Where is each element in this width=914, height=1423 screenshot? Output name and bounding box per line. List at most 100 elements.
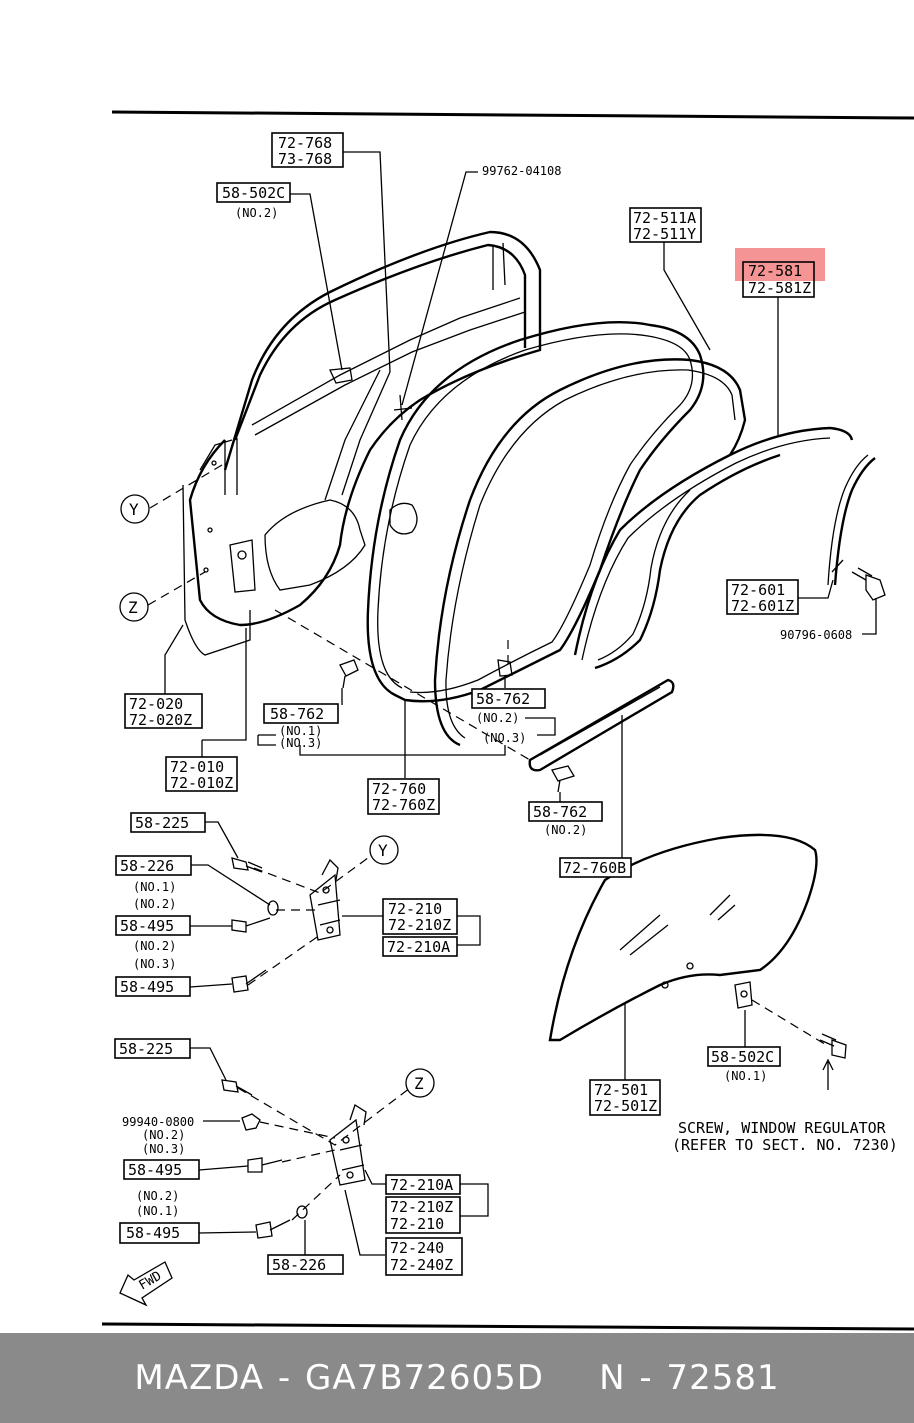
window-glass-72-501 — [548, 833, 818, 1042]
svg-text:72-511Y: 72-511Y — [633, 225, 696, 243]
svg-text:72-511A: 72-511A — [633, 209, 696, 227]
svg-text:72-240Z: 72-240Z — [390, 1256, 453, 1274]
note-no2-c: (NO.2) — [544, 823, 587, 837]
svg-text:72-210A: 72-210A — [387, 938, 450, 956]
callout-58-762-a[interactable]: 58-762 — [263, 703, 339, 724]
callout-58-495-a[interactable]: 58-495 — [115, 915, 191, 936]
callout-58-495-d[interactable]: 58-495 — [119, 1222, 200, 1244]
svg-text:72-768: 72-768 — [278, 134, 332, 152]
note-no1-c: (NO.1) — [724, 1069, 767, 1083]
svg-text:72-210Z: 72-210Z — [390, 1198, 453, 1216]
note-no2-d: (NO.2) — [133, 897, 176, 911]
svg-text:58-226: 58-226 — [120, 857, 174, 875]
part-number-caption: MAZDA - GA7B72605D N - 72581 — [134, 1358, 780, 1398]
svg-text:72-010: 72-010 — [170, 758, 224, 776]
fwd-label: FWD — [137, 1269, 165, 1294]
leader-lines — [164, 151, 877, 1256]
svg-text:72-210A: 72-210A — [390, 1176, 453, 1194]
note-no1-a: (NO.1) — [279, 724, 322, 738]
regulator-screw — [819, 1033, 847, 1090]
callout-72-210Z[interactable]: 72-210Z 72-210 — [385, 1196, 461, 1234]
ref-circle-z2: Z — [405, 1068, 435, 1098]
svg-text:72-210: 72-210 — [388, 900, 442, 918]
ref-z1-label: Z — [128, 598, 138, 617]
callout-72-501[interactable]: 72-501 72-501Z — [589, 1079, 661, 1116]
ref-z2-label: Z — [414, 1074, 424, 1093]
screw-note-line1: SCREW, WINDOW REGULATOR — [678, 1119, 887, 1137]
svg-text:58-226: 58-226 — [272, 1256, 326, 1274]
callout-58-502C-bot[interactable]: 58-502C — [707, 1046, 781, 1067]
svg-text:58-495: 58-495 — [126, 1224, 180, 1242]
callout-58-495-c[interactable]: 58-495 — [123, 1159, 200, 1180]
ref-circle-y1: Y — [120, 494, 150, 524]
door-panel — [182, 230, 542, 656]
svg-text:72-760: 72-760 — [372, 780, 426, 798]
callout-72-240[interactable]: 72-240 72-240Z — [385, 1237, 463, 1276]
fwd-arrow: FWD — [119, 1261, 173, 1307]
svg-text:72-760B: 72-760B — [563, 859, 626, 877]
callout-58-226-a[interactable]: 58-226 — [115, 855, 192, 876]
note-no1-b: (NO.1) — [133, 880, 176, 894]
svg-text:58-225: 58-225 — [119, 1040, 173, 1058]
note-no3-c: (NO.3) — [133, 957, 176, 971]
callout-72-210A-a[interactable]: 72-210A — [382, 936, 458, 957]
callout-58-762-b[interactable]: 58-762 — [471, 688, 546, 709]
screw-note-line2: (REFER TO SECT. NO. 7230) — [672, 1136, 898, 1154]
ref-y2-label: Y — [378, 841, 388, 860]
lower-bolts — [221, 1079, 308, 1239]
belt-molding-72-581 — [573, 426, 854, 670]
svg-text:73-768: 73-768 — [278, 150, 332, 168]
svg-text:58-495: 58-495 — [128, 1161, 182, 1179]
svg-text:72-240: 72-240 — [390, 1239, 444, 1257]
callout-58-502C-top[interactable]: 58-502C — [216, 182, 291, 203]
svg-text:58-225: 58-225 — [135, 814, 189, 832]
note-no3-a: (NO.3) — [279, 736, 322, 750]
note-no1-d: (NO.1) — [136, 1204, 179, 1218]
callout-72-210[interactable]: 72-210 72-210Z — [382, 898, 458, 935]
callout-58-762-c[interactable]: 58-762 — [528, 801, 603, 822]
svg-text:72-020: 72-020 — [129, 695, 183, 713]
callout-72-601[interactable]: 72-601 72-601Z — [726, 579, 799, 615]
callout-72-010[interactable]: 72-010 72-010Z — [165, 756, 238, 792]
svg-text:72-210Z: 72-210Z — [388, 916, 451, 934]
callout-58-226-b[interactable]: 58-226 — [267, 1254, 344, 1275]
svg-text:72-601Z: 72-601Z — [731, 597, 794, 615]
svg-text:58-495: 58-495 — [120, 978, 174, 996]
weatherstrip-72-760 — [366, 320, 747, 747]
note-no2-g: (NO.2) — [136, 1189, 179, 1203]
callout-72-210A-b[interactable]: 72-210A — [385, 1174, 461, 1195]
upper-hinge — [309, 858, 341, 941]
upper-bolts — [231, 857, 279, 993]
note-no2-f: (NO.2) — [142, 1128, 185, 1142]
note-no2-b: (NO.2) — [476, 711, 519, 725]
svg-text:58-495: 58-495 — [120, 917, 174, 935]
top-rule — [111, 110, 914, 120]
callout-72-511[interactable]: 72-511A 72-511Y — [629, 207, 702, 243]
parts-diagram: FWD — [101, 110, 914, 1331]
note-no3-b: (NO.3) — [483, 731, 526, 745]
svg-text:58-502C: 58-502C — [222, 184, 285, 202]
clip-58-762 — [339, 659, 575, 793]
svg-text:58-762: 58-762 — [270, 705, 324, 723]
svg-text:58-502C: 58-502C — [711, 1048, 774, 1066]
ref-circle-z1: Z — [119, 592, 149, 622]
callout-58-225-b[interactable]: 58-225 — [114, 1038, 191, 1059]
callout-72-020[interactable]: 72-020 72-020Z — [124, 693, 203, 729]
callout-72-768[interactable]: 72-768 73-768 — [271, 132, 344, 168]
screw-90796 — [851, 567, 886, 601]
callout-58-495-b[interactable]: 58-495 — [115, 976, 191, 997]
bottom-rule — [101, 1322, 914, 1331]
ref-y1-label: Y — [129, 500, 139, 519]
part-90796: 90796-0608 — [780, 628, 852, 642]
svg-text:72-581: 72-581 — [748, 262, 802, 280]
svg-text:72-501Z: 72-501Z — [594, 1097, 657, 1115]
run-channel-72-601 — [827, 454, 876, 586]
footer-bar: MAZDA - GA7B72605D N - 72581 — [0, 1333, 914, 1423]
part-99762: 99762-04108 — [482, 164, 561, 178]
callout-72-581[interactable]: 72-581 72-581Z — [742, 261, 815, 298]
ref-circle-y2: Y — [369, 835, 399, 865]
callout-58-225-a[interactable]: 58-225 — [130, 812, 206, 833]
callout-72-760B[interactable]: 72-760B — [559, 857, 632, 878]
callout-72-760[interactable]: 72-760 72-760Z — [367, 778, 440, 815]
svg-text:72-581Z: 72-581Z — [748, 279, 811, 297]
